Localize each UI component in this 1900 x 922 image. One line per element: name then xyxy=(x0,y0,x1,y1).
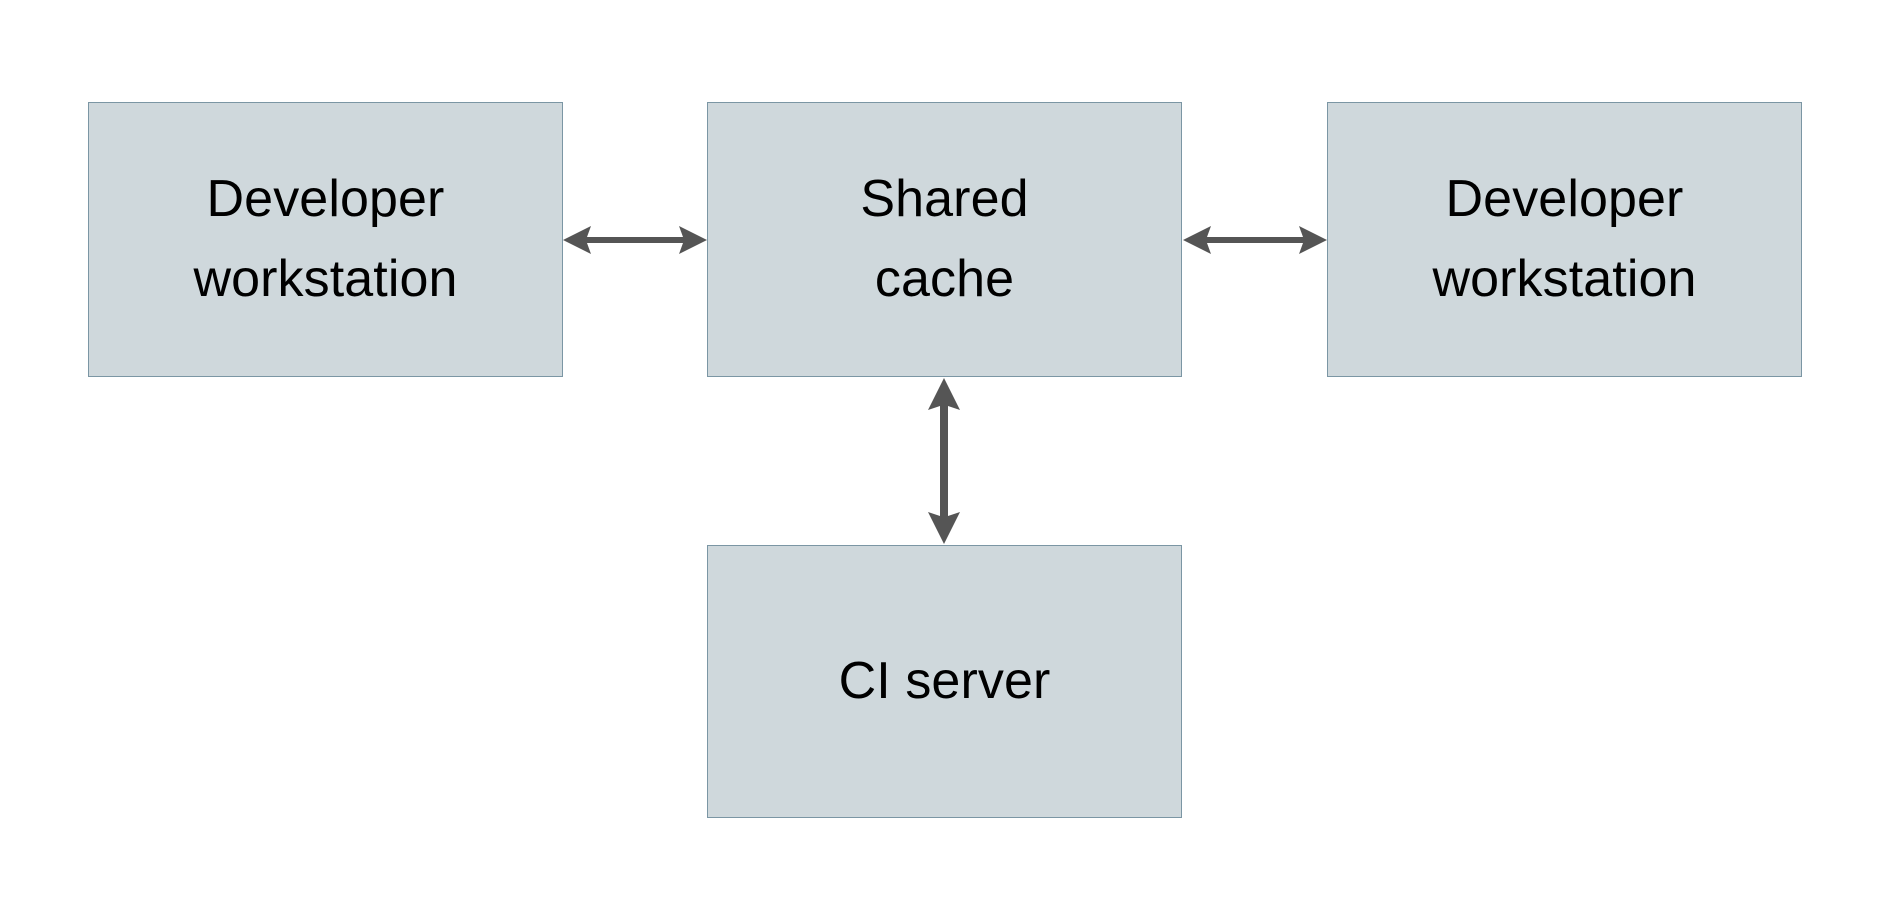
node-shared-cache[interactable]: Shared cache xyxy=(707,102,1182,377)
node-label: Developer workstation xyxy=(193,170,458,308)
edge-shared-cache-to-ci-server xyxy=(928,378,960,544)
node-developer-workstation-right[interactable]: Developer workstation xyxy=(1327,102,1802,377)
node-label: CI server xyxy=(838,651,1051,710)
node-ci-server[interactable]: CI server xyxy=(707,545,1182,818)
node-developer-workstation-left[interactable]: Developer workstation xyxy=(88,102,563,377)
node-label: Developer workstation xyxy=(1432,170,1697,308)
edge-dev-left-to-shared-cache xyxy=(563,226,707,254)
node-label: Shared cache xyxy=(860,170,1029,308)
edge-shared-cache-to-developer-workstation-right xyxy=(1183,226,1327,254)
